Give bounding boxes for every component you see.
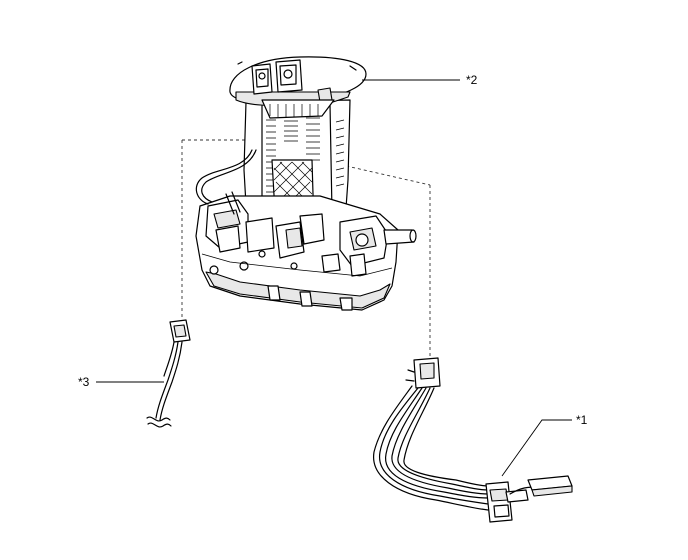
- callout-harness-left: *3: [78, 375, 90, 389]
- leader-lines: [96, 79, 572, 477]
- callout-harness-right: *1: [576, 413, 588, 427]
- fuel-pump-assembly: [195, 56, 417, 311]
- harness-left: [146, 319, 191, 428]
- harness-right: [373, 357, 573, 523]
- callout-fuel-pump-assembly: *2: [466, 73, 478, 87]
